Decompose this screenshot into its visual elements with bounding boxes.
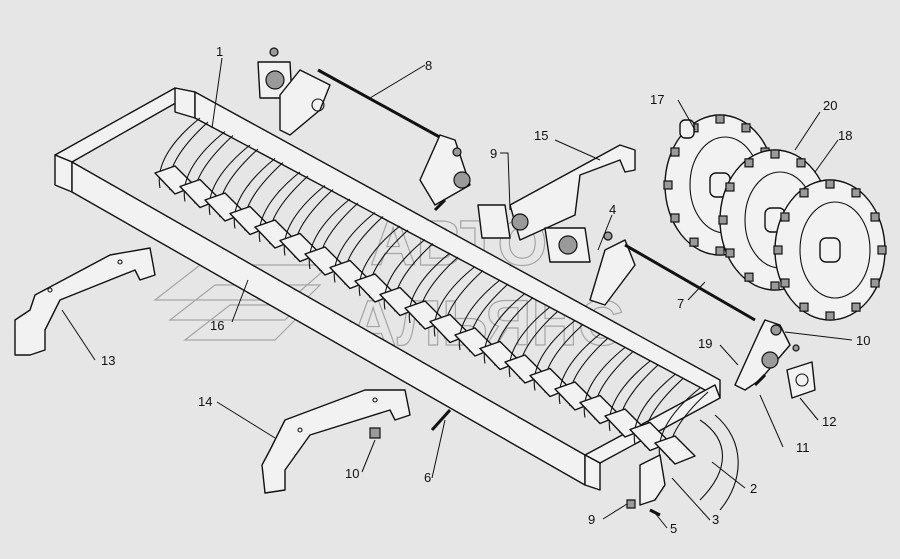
callout-9-top: 9 [490,146,497,161]
rake-frame [54,87,721,491]
right-plate-assembly [734,319,816,399]
callout-15: 15 [534,128,548,143]
callout-11: 11 [796,440,810,455]
callout-8: 8 [425,58,432,73]
callout-9-bottom: 9 [588,512,595,527]
callout-4: 4 [609,202,616,217]
callout-2: 2 [750,481,757,496]
callout-12: 12 [822,414,836,429]
tine-plate [654,435,696,465]
packer-wheel [773,179,887,321]
callout-10-bottom: 10 [345,466,359,481]
callout-16: 16 [210,318,224,333]
callout-13: 13 [101,353,115,368]
callout-1: 1 [216,44,223,59]
callout-3: 3 [712,512,719,527]
callout-labels: 1 8 17 20 18 15 9 4 16 13 7 10 19 12 11 … [101,44,870,536]
middle-bearing-assembly [477,144,756,322]
wheel-set [663,114,887,321]
upper-shaft-assembly [257,47,471,212]
callout-10-right: 10 [856,333,870,348]
tine-row [154,117,709,465]
leader-lines [61,57,853,529]
callout-18: 18 [838,128,852,143]
callout-5: 5 [670,521,677,536]
callout-19: 19 [698,336,712,351]
callout-14: 14 [198,394,212,409]
callout-6: 6 [424,470,431,485]
bracket-14 [261,389,452,494]
bracket-13 [14,247,156,356]
callout-17: 17 [650,92,664,107]
callout-7: 7 [677,296,684,311]
hub-17 [679,119,695,139]
callout-20: 20 [823,98,837,113]
bracket-3-and-tines-2 [626,414,739,517]
